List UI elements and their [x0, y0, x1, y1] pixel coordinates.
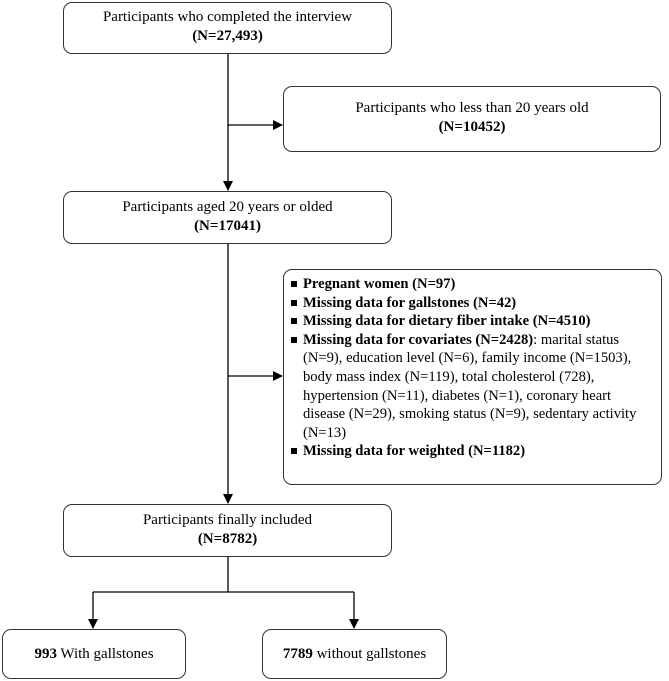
- without-gallstones-label: without gallstones: [312, 646, 427, 662]
- interview-count: (N=27,493): [192, 28, 263, 44]
- exclusion-weighted-missing: Missing data for weighted (N=1182): [290, 442, 655, 461]
- aged20-label: Participants aged 20 years or olded: [122, 199, 333, 215]
- interview-label: Participants who completed the interview: [102, 9, 353, 25]
- with-gallstones-label: With gallstones: [56, 646, 154, 662]
- exclusion-criteria-box: Pregnant women (N=97) Missing data for g…: [283, 269, 662, 485]
- without-gallstones-count: 7789: [282, 646, 313, 662]
- under20-label: Participants who less than 20 years old: [355, 100, 589, 116]
- interview-box: Participants who completed the interview…: [63, 2, 392, 54]
- exclusion-pregnant: Pregnant women (N=97): [290, 275, 655, 294]
- under20-count: (N=10452): [438, 119, 506, 135]
- with-gallstones-box: 993 With gallstones: [2, 629, 186, 679]
- aged20-count: (N=17041): [194, 218, 261, 234]
- exclusion-gallstones-missing: Missing data for gallstones (N=42): [290, 294, 655, 313]
- included-label: Participants finally included: [142, 512, 313, 528]
- included-count: (N=8782): [197, 531, 258, 547]
- without-gallstones-box: 7789 without gallstones: [262, 629, 447, 679]
- under20-box: Participants who less than 20 years old …: [283, 86, 661, 152]
- exclusion-covariates: Missing data for covariates (N=2428): ma…: [290, 331, 655, 443]
- aged20-box: Participants aged 20 years or olded (N=1…: [63, 191, 392, 244]
- exclusion-fiber-missing: Missing data for dietary fiber intake (N…: [290, 312, 655, 331]
- with-gallstones-count: 993: [34, 646, 57, 662]
- included-box: Participants finally included (N=8782): [63, 504, 392, 557]
